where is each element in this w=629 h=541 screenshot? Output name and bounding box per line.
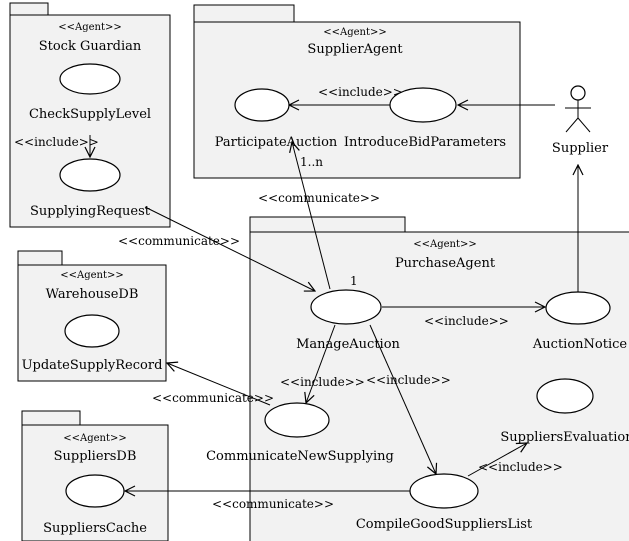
use-case-label: CompileGoodSuppliersList	[356, 517, 533, 532]
communicate-cache-label: <<communicate>>	[212, 497, 334, 511]
include-participate-label: <<include>>	[318, 85, 403, 99]
multiplicity-manage: 1	[350, 274, 358, 288]
include-compile-arrow	[369, 324, 436, 474]
use-case-label: ManageAuction	[296, 337, 400, 352]
actor-name: Supplier	[552, 141, 609, 156]
use-case-manage-auction[interactable]: ManageAuction	[296, 289, 401, 352]
package-stereotype: <<Agent>>	[60, 270, 124, 281]
include-compile-label: <<include>>	[366, 373, 451, 387]
use-case-label: CheckSupplyLevel	[29, 107, 151, 122]
use-case-label: SupplyingRequest	[30, 204, 151, 219]
communicate-update-label: <<communicate>>	[152, 391, 274, 405]
include-evaluation-arrow	[467, 443, 527, 477]
use-case-update-supply-record[interactable]: UpdateSupplyRecord	[22, 314, 163, 373]
use-case-participate-auction[interactable]: ParticipateAuction	[215, 88, 338, 150]
use-case-compile-good-suppliers-list[interactable]: CompileGoodSuppliersList	[356, 473, 533, 532]
use-case-suppliers-evaluation[interactable]: SuppliersEvaluation	[500, 378, 629, 445]
package-stock-guardian[interactable]: <<Agent>> Stock Guardian	[9, 2, 171, 228]
package-stereotype: <<Agent>>	[323, 27, 387, 38]
package-name: Stock Guardian	[39, 39, 142, 54]
include-communicate-new-arrow	[306, 324, 336, 403]
communicate-supplying-arrow	[144, 206, 315, 291]
package-name: SupplierAgent	[307, 42, 403, 57]
use-case-supplying-request[interactable]: SupplyingRequest	[30, 158, 151, 219]
actor-right-leg	[577, 117, 591, 133]
package-stereotype: <<Agent>>	[63, 433, 127, 444]
use-case-label: IntroduceBidParameters	[344, 135, 506, 150]
communicate-update-arrow	[167, 363, 271, 406]
include-auction-notice-label: <<include>>	[424, 314, 509, 328]
use-case-label: ParticipateAuction	[215, 135, 338, 150]
use-case-label: AuctionNotice	[532, 337, 627, 352]
use-case-auction-notice[interactable]: AuctionNotice	[532, 291, 627, 352]
include-check-supply-label: <<include>>	[14, 135, 99, 149]
communicate-supplying-label: <<communicate>>	[118, 234, 240, 248]
use-case-check-supply-level[interactable]: CheckSupplyLevel	[29, 63, 151, 122]
package-name: PurchaseAgent	[395, 256, 496, 271]
use-case-introduce-bid-parameters[interactable]: IntroduceBidParameters	[344, 87, 506, 150]
actor-supplier[interactable]: Supplier	[552, 85, 609, 156]
package-name: WarehouseDB	[46, 287, 139, 302]
use-case-communicate-new-supplying[interactable]: CommunicateNewSupplying	[206, 402, 394, 464]
use-case-label: SuppliersEvaluation	[500, 430, 629, 445]
package-name: SuppliersDB	[54, 449, 137, 464]
communicate-participate-arrow	[292, 142, 331, 290]
use-case-label: UpdateSupplyRecord	[22, 358, 163, 373]
include-evaluation-label: <<include>>	[478, 460, 563, 474]
use-case-label: CommunicateNewSupplying	[206, 449, 394, 464]
use-case-suppliers-cache[interactable]: SuppliersCache	[43, 474, 147, 536]
actor-head	[570, 85, 586, 101]
communicate-participate-label: <<communicate>>	[258, 191, 380, 205]
package-stereotype: <<Agent>>	[58, 22, 122, 33]
include-communicate-new-label: <<include>>	[280, 375, 365, 389]
use-case-label: SuppliersCache	[43, 521, 147, 536]
multiplicity-participate: 1..n	[300, 155, 323, 169]
actor-left-leg	[565, 117, 579, 133]
package-stereotype: <<Agent>>	[413, 239, 477, 250]
